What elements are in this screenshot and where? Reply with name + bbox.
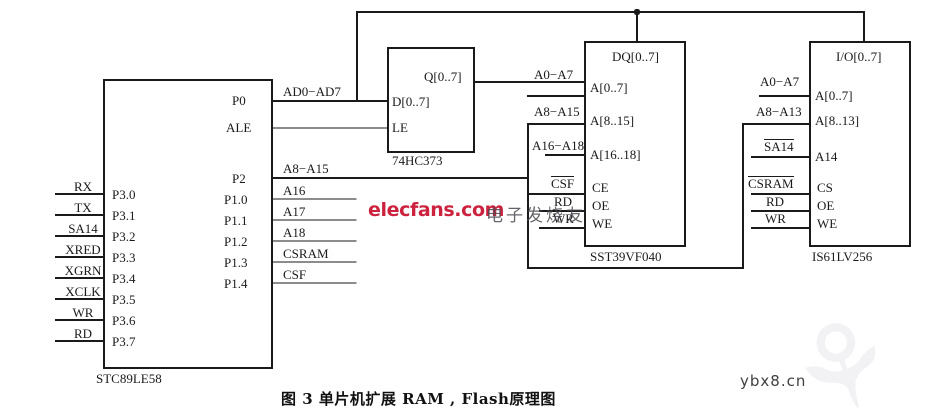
mcu-pin-p2: P2: [232, 171, 246, 186]
mcu-pin-p35: P3.5: [112, 292, 136, 307]
mcu-chip-name: STC89LE58: [96, 371, 162, 386]
mcu-pin-p36: P3.6: [112, 313, 136, 328]
sram-pin-a14: A14: [815, 149, 838, 164]
latch-chip-name: 74HC373: [392, 153, 443, 168]
net-label-wr-flash: WR: [553, 211, 574, 226]
net-label-a18: A18: [283, 225, 306, 240]
junction-dot-databus: [633, 8, 641, 16]
watermark-brand: elecfans.com: [368, 199, 505, 221]
mcu-pin-p10: P1.0: [224, 192, 248, 207]
net-label-a8-a15-flash: A8−A15: [534, 104, 580, 119]
mcu-pin-p32: P3.2: [112, 229, 136, 244]
net-label-a0-a7-sram: A0−A7: [760, 74, 800, 89]
watermark-site: ybx8.cn: [740, 372, 807, 390]
net-label-csf-flash: CSF: [551, 176, 575, 191]
mcu-pin-p34: P3.4: [112, 271, 136, 286]
sram-chip-body: [809, 41, 911, 247]
flash-chip-body: [584, 41, 686, 247]
flash-pin-a8-15: A[8..15]: [590, 113, 635, 128]
mcu-pin-p14: P1.4: [224, 276, 248, 291]
net-label-csram-mcu: CSRAM: [283, 246, 329, 261]
signal-label-sa14: SA14: [68, 221, 98, 236]
latch-chip-body: [387, 47, 475, 153]
flash-pin-ce: CE: [592, 180, 609, 195]
net-label-a8-a15-mcu: A8−A15: [283, 161, 329, 176]
net-label-sa14-sram: SA14: [764, 139, 794, 154]
net-label-a16: A16: [283, 183, 306, 198]
mcu-pin-p0: P0: [232, 93, 246, 108]
mcu-pin-p30: P3.0: [112, 187, 136, 202]
latch-pin-d: D[0..7]: [392, 94, 430, 109]
net-label-a8-a13-sram: A8−A13: [756, 104, 802, 119]
flash-pin-we: WE: [592, 216, 613, 231]
net-label-a17: A17: [283, 204, 306, 219]
net-label-ad0-ad7: AD0−AD7: [283, 84, 341, 99]
mcu-pin-p12: P1.2: [224, 234, 248, 249]
signal-label-rd: RD: [73, 326, 93, 341]
flash-chip-name: SST39VF040: [590, 249, 662, 264]
watermark-brand-cn: 电子发烧友: [486, 206, 586, 226]
net-label-a0-a7-flash: A0−A7: [534, 67, 574, 82]
net-label-rd-sram: RD: [766, 194, 785, 209]
latch-pin-q: Q[0..7]: [424, 69, 462, 84]
flash-pin-a0-7: A[0..7]: [590, 80, 628, 95]
figure-caption: 图 3 单片机扩展 RAM , Flash原理图: [281, 390, 556, 408]
latch-pin-le: LE: [392, 120, 408, 135]
net-label-csf-mcu: CSF: [283, 267, 307, 282]
mcu-pin-p33: P3.3: [112, 250, 136, 265]
flash-pin-oe: OE: [592, 198, 610, 213]
net-label-a16-a18-flash: A16−A18: [532, 138, 585, 153]
mcu-chip-body: [102, 78, 274, 370]
mcu-pin-ale: ALE: [226, 120, 252, 135]
signal-label-tx: TX: [74, 200, 92, 215]
signal-label-xclk: XCLK: [65, 284, 101, 299]
signal-label-wr: WR: [72, 305, 94, 320]
mcu-pin-p11: P1.1: [224, 213, 248, 228]
sram-pin-cs: CS: [817, 180, 833, 195]
sram-pin-we: WE: [817, 216, 838, 231]
signal-label-rx: RX: [73, 179, 93, 194]
signal-label-xgrn: XGRN: [64, 263, 102, 278]
net-label-csram-sram: CSRAM: [748, 176, 794, 191]
flash-pin-dq: DQ[0..7]: [612, 49, 659, 64]
sram-pin-io: I/O[0..7]: [836, 49, 882, 64]
mcu-pin-p13: P1.3: [224, 255, 248, 270]
mcu-pin-p37: P3.7: [112, 334, 136, 349]
mcu-pin-p31: P3.1: [112, 208, 136, 223]
sram-pin-oe: OE: [817, 198, 835, 213]
sram-chip-name: IS61LV256: [812, 249, 873, 264]
net-label-wr-sram: WR: [765, 211, 786, 226]
sram-pin-a0-7: A[0..7]: [815, 88, 853, 103]
flash-pin-a16-18: A[16..18]: [590, 147, 641, 162]
net-label-rd-flash: RD: [554, 194, 573, 209]
sram-pin-a8-13: A[8..13]: [815, 113, 860, 128]
signal-label-xred: XRED: [65, 242, 101, 257]
